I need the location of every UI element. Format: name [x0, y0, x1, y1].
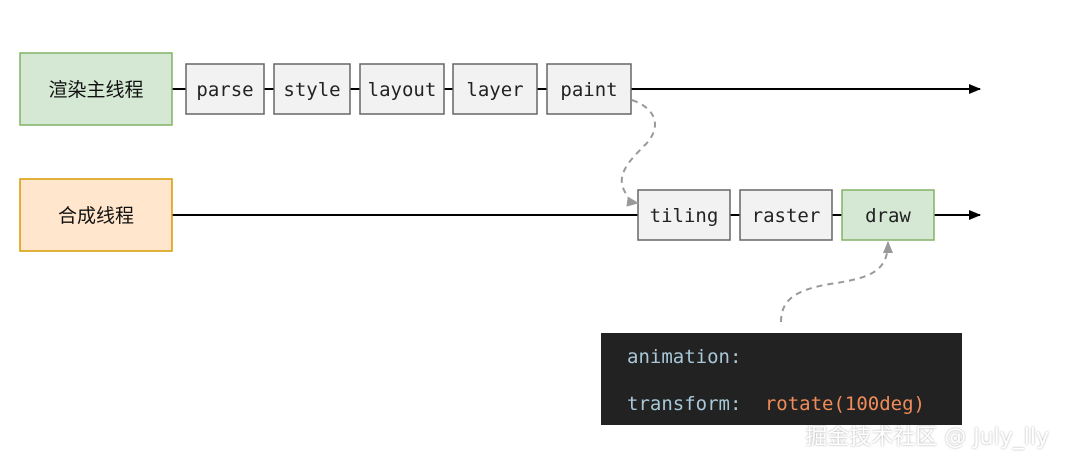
compositor-stage-draw-label: draw — [865, 205, 911, 227]
compositor-stage-raster-label: raster — [752, 205, 821, 227]
paint-to-tiling-connector — [620, 99, 656, 207]
compositor-stage-tiling: tiling — [637, 189, 731, 241]
compositor-stage-draw: draw — [841, 189, 935, 241]
code-snippet-box: animation: transform: rotate(100deg) — [601, 333, 962, 425]
compositor-stage-tiling-label: tiling — [650, 205, 719, 227]
main-thread-label: 渲染主线程 — [48, 79, 143, 101]
main-stage-style-label: style — [283, 79, 340, 101]
main-stage-layout: layout — [359, 63, 445, 115]
code-transform-prop: transform: — [627, 393, 741, 415]
main-stage-layout-label: layout — [368, 79, 437, 101]
compositor-thread-label: 合成线程 — [58, 205, 134, 227]
main-stage-paint: paint — [546, 63, 632, 115]
code-to-draw-connector — [780, 241, 893, 323]
code-line-transform: transform: rotate(100deg) — [627, 393, 925, 415]
code-transform-value: rotate(100deg) — [765, 393, 925, 415]
watermark: 掘金技术社区 @ July_lly — [805, 425, 1049, 450]
code-line-animation: animation: — [627, 346, 741, 368]
main-stage-parse-label: parse — [196, 79, 253, 101]
main-stage-layer: layer — [452, 63, 538, 115]
compositor-thread-box: 合成线程 — [19, 178, 173, 252]
compositor-stage-raster: raster — [739, 189, 833, 241]
main-stage-parse: parse — [185, 63, 265, 115]
main-stage-style: style — [273, 63, 351, 115]
main-thread-box: 渲染主线程 — [19, 52, 173, 126]
main-stage-layer-label: layer — [466, 79, 523, 101]
main-stage-paint-label: paint — [560, 79, 617, 101]
